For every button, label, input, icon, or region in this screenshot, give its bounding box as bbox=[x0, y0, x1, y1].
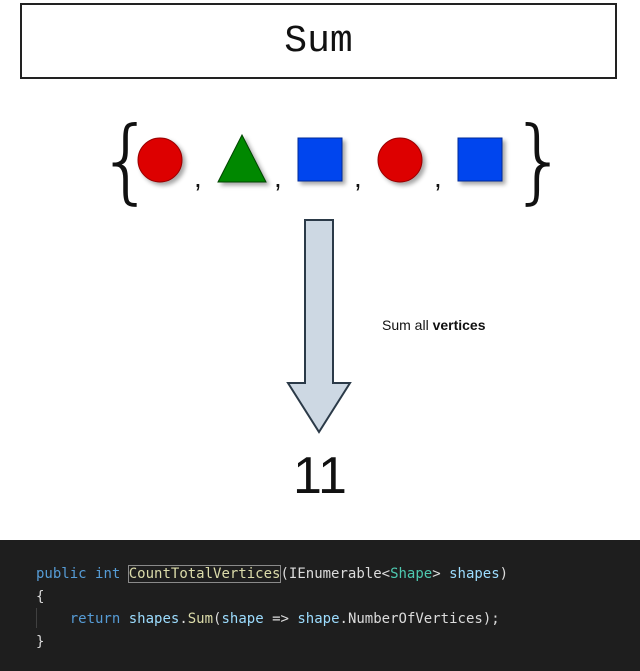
property-number-of-vertices: NumberOfVertices bbox=[347, 611, 483, 627]
title-text: Sum bbox=[284, 19, 353, 63]
paren-close-semicolon: ); bbox=[482, 611, 500, 627]
caption-bold: vertices bbox=[432, 317, 486, 333]
down-arrow-icon bbox=[286, 219, 352, 434]
ident-shapes: shapes bbox=[128, 611, 180, 627]
keyword-return: return bbox=[69, 611, 121, 627]
separator: , bbox=[274, 162, 282, 193]
type-shape: Shape bbox=[390, 566, 433, 582]
square-icon bbox=[457, 137, 503, 182]
separator: , bbox=[354, 162, 362, 193]
arrow-caption: Sum all vertices bbox=[382, 317, 486, 333]
code-block: public int CountTotalVertices(IEnumerabl… bbox=[36, 563, 508, 653]
separator: , bbox=[194, 162, 202, 193]
dot: . bbox=[339, 611, 348, 627]
angle-open: < bbox=[381, 566, 391, 582]
paren-open: ( bbox=[213, 611, 222, 627]
code-line-3: return shapes.Sum(shape => shape.NumberO… bbox=[70, 611, 500, 627]
type-ienumerable: IEnumerable bbox=[288, 566, 382, 582]
result-value: 11 bbox=[293, 447, 347, 505]
method-name[interactable]: CountTotalVertices bbox=[127, 565, 282, 583]
paren-open: ( bbox=[280, 566, 289, 582]
triangle-icon bbox=[217, 133, 267, 183]
method-sum: Sum bbox=[187, 611, 214, 627]
title-box: Sum bbox=[20, 3, 617, 79]
code-line-2: { bbox=[36, 588, 45, 605]
param-shapes: shapes bbox=[449, 566, 500, 582]
shape-set: { } , , , , bbox=[97, 110, 569, 214]
keyword-int: int bbox=[95, 566, 121, 582]
lambda-param: shape bbox=[221, 611, 264, 627]
indent-guide bbox=[36, 608, 37, 628]
square-icon bbox=[297, 137, 343, 182]
code-panel: public int CountTotalVertices(IEnumerabl… bbox=[0, 540, 640, 671]
keyword-public: public bbox=[36, 566, 87, 582]
ident-shape: shape bbox=[297, 611, 340, 627]
dot: . bbox=[179, 611, 188, 627]
close-brace: } bbox=[510, 110, 569, 214]
separator: , bbox=[434, 162, 442, 193]
lambda-arrow: => bbox=[263, 611, 298, 627]
circle-icon bbox=[377, 137, 423, 183]
paren-close: ) bbox=[499, 566, 509, 582]
angle-close: > bbox=[432, 566, 441, 582]
code-line-1: public int CountTotalVertices(IEnumerabl… bbox=[36, 565, 509, 583]
code-line-4: } bbox=[36, 633, 45, 650]
circle-icon bbox=[137, 137, 183, 183]
caption-prefix: Sum all bbox=[382, 317, 433, 333]
